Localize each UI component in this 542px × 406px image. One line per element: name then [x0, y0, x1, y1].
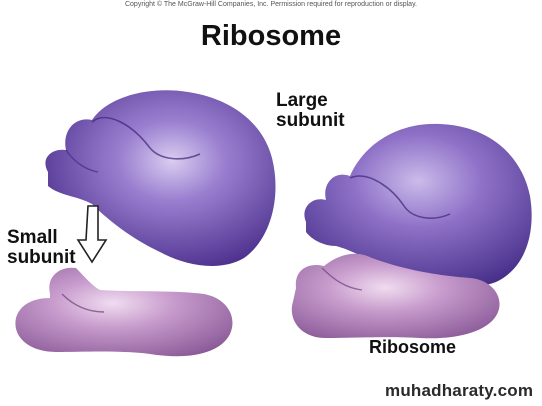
- site-watermark: muhadharaty.com: [385, 381, 534, 400]
- assembly-arrow: [76, 205, 108, 264]
- copyright-notice: Copyright © The McGraw-Hill Companies, I…: [124, 1, 417, 8]
- small-subunit-label: Small subunit: [7, 228, 76, 268]
- assembled-ribosome-shape: [291, 123, 532, 339]
- ribosome-label: Ribosome: [369, 337, 457, 357]
- large-subunit-label-line1: Large: [276, 90, 328, 111]
- small-subunit-label-line2: subunit: [7, 247, 76, 268]
- large-subunit-label-line2: subunit: [276, 110, 345, 131]
- large-subunit-label: Large subunit: [276, 91, 345, 131]
- small-subunit-label-line1: Small: [7, 227, 58, 248]
- large-subunit-shape: [45, 90, 276, 266]
- small-subunit-shape: [15, 267, 233, 357]
- page-title: Ribosome: [200, 20, 342, 52]
